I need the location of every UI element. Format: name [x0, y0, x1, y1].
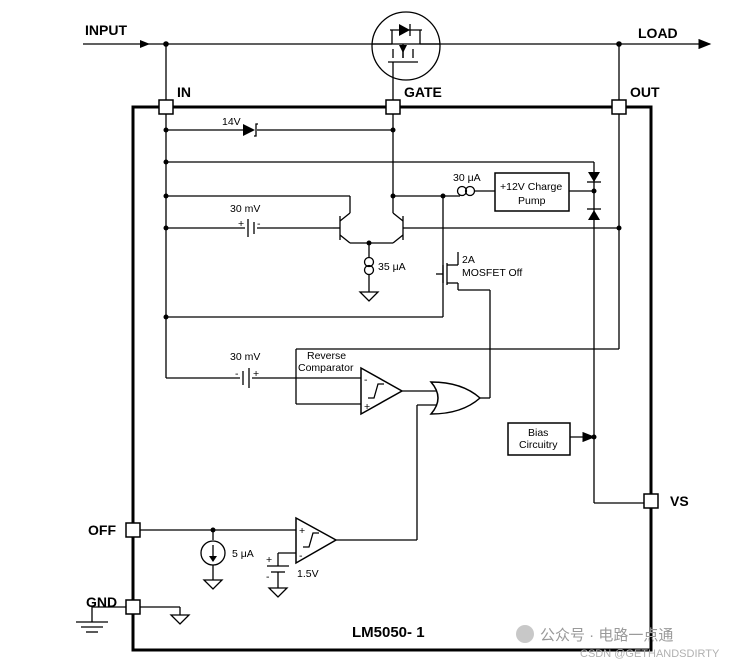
watermark-credit: CSDN @GETHANDSDIRTY: [580, 648, 720, 660]
comparator-minus: -: [364, 374, 368, 386]
pin-off: [125, 522, 141, 538]
earth-ground-icon: [76, 621, 108, 633]
current-source-35ua-icon: [363, 256, 375, 276]
diode-lower-icon: [587, 208, 601, 220]
ground-icon: [358, 291, 380, 302]
offset-top-minus: -: [257, 218, 261, 230]
charge-pump-box: [494, 172, 570, 212]
ref-plus: +: [266, 554, 272, 566]
input-arrow-icon: [140, 40, 150, 48]
bias-label-1: Bias: [528, 427, 548, 439]
off-comparator-plus: +: [299, 525, 305, 537]
comparator-plus: +: [364, 401, 370, 413]
pin-gnd: [125, 599, 141, 615]
charge-pump-label-1: +12V Charge: [500, 181, 562, 193]
external-mosfet: [371, 11, 441, 101]
input-label: INPUT: [85, 22, 127, 38]
reverse-label: Reverse: [307, 350, 346, 362]
watermark-main: 公众号 · 电路一点通: [540, 627, 673, 644]
pin-gate: [385, 99, 401, 115]
offset-bottom-minus: -: [235, 368, 239, 380]
load-label: LOAD: [638, 25, 678, 41]
in-label: IN: [177, 84, 191, 100]
charge-pump-label-2: Pump: [518, 195, 546, 207]
reverse-comparator-icon: [360, 366, 404, 416]
chip-title: LM5050- 1: [352, 624, 425, 641]
bias-circuitry-box: [507, 422, 571, 456]
ground-icon: [267, 587, 289, 598]
zener-label: 14V: [222, 116, 241, 128]
mosfet-current-label: 2A: [462, 254, 475, 266]
or-gate-icon: [429, 381, 482, 415]
mosfet-off-label: MOSFET Off: [462, 267, 522, 279]
off-comparator-minus: -: [299, 550, 303, 562]
mosfet-off-switch-icon: [436, 252, 459, 290]
current-source-5ua-icon: [200, 540, 226, 566]
offset-bottom-plus: +: [253, 368, 259, 380]
pin-vs: [643, 493, 659, 509]
zener-diode-icon: [243, 123, 258, 137]
ref-label: 1.5V: [297, 568, 319, 580]
transistor-pair-icon: [166, 195, 410, 244]
gate-label: GATE: [404, 84, 442, 100]
pin-out: [611, 99, 627, 115]
diode-upper-icon: [587, 172, 601, 183]
src-35ua-label: 35 μA: [378, 261, 406, 273]
gnd-label: GND: [86, 594, 117, 610]
offset-top-plus: +: [238, 218, 244, 230]
bias-label-2: Circuitry: [519, 439, 558, 451]
pin-in: [158, 99, 174, 115]
offset-bottom-label: 30 mV: [230, 351, 260, 363]
out-label: OUT: [630, 84, 660, 100]
ground-icon: [202, 579, 224, 590]
ground-icon: [169, 614, 191, 625]
comparator-label: Comparator: [298, 362, 354, 374]
offset-top-label: 30 mV: [230, 203, 260, 215]
off-label: OFF: [88, 522, 116, 538]
src-5ua-label: 5 μA: [232, 548, 254, 560]
current-source-30ua-icon: [456, 185, 476, 197]
ref-minus: -: [266, 571, 270, 583]
src-30ua-label: 30 μA: [453, 172, 481, 184]
off-comparator-icon: [295, 516, 338, 565]
vs-label: VS: [670, 493, 689, 509]
wechat-logo-icon: [516, 625, 534, 643]
